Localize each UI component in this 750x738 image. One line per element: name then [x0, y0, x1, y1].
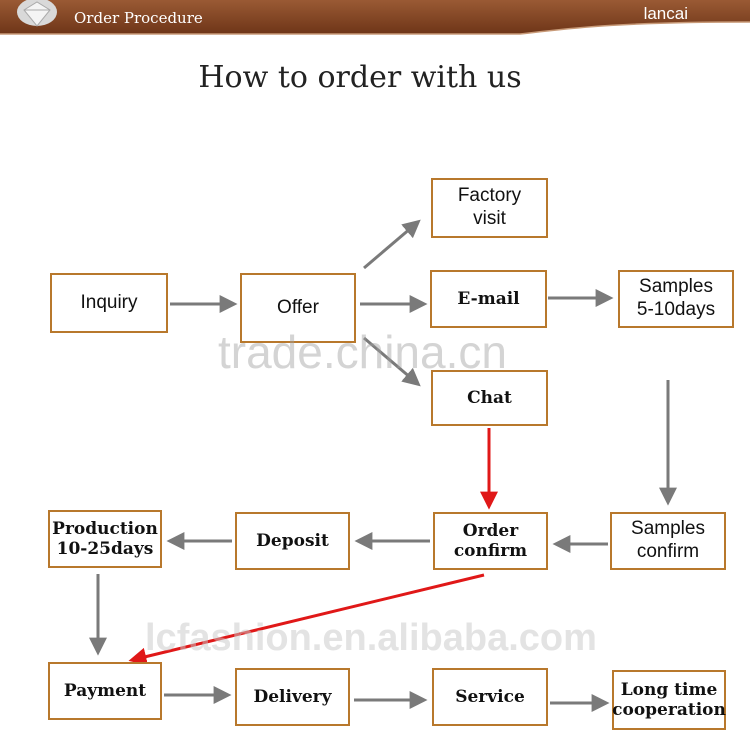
step-samples-confirm-label: Samples confirm: [631, 518, 705, 562]
arrow-offer-factory: [363, 219, 421, 270]
step-offer-label: Offer: [277, 296, 319, 318]
step-deposit-label: Deposit: [256, 530, 329, 551]
step-inquiry-label: Inquiry: [80, 291, 138, 313]
step-offer: Offer: [240, 273, 356, 343]
step-samples: Samples 5-10days: [618, 270, 734, 328]
watermark-trade-china: trade.china.cn: [218, 326, 507, 378]
step-long-time-cooperation-label: Long time cooperation: [612, 679, 726, 720]
step-deposit: Deposit: [235, 512, 350, 570]
watermark-lcfashion: lcfashion.en.alibaba.com: [145, 617, 597, 659]
header-banner: [0, 0, 750, 35]
step-delivery-label: Delivery: [253, 686, 332, 707]
step-factory-visit-label: Factory visit: [457, 185, 522, 229]
banner-title: Order Procedure: [74, 9, 203, 27]
step-chat-label: Chat: [467, 387, 512, 408]
step-service: Service: [432, 668, 548, 726]
step-chat: Chat: [431, 370, 548, 426]
step-payment: Payment: [48, 662, 162, 720]
step-order-confirm: Order confirm: [433, 512, 548, 570]
diamond-logo-icon: [17, 0, 57, 27]
step-service-label: Service: [455, 686, 525, 707]
step-long-time-cooperation: Long time cooperation: [612, 670, 726, 730]
step-payment-label: Payment: [63, 680, 147, 701]
step-production: Production 10-25days: [48, 510, 162, 568]
step-samples-confirm: Samples confirm: [610, 512, 726, 570]
step-order-confirm-label: Order confirm: [453, 520, 528, 561]
step-factory-visit: Factory visit: [431, 178, 548, 238]
banner-brand: lancai: [643, 4, 688, 23]
step-email: E-mail: [430, 270, 547, 328]
step-samples-label: Samples 5-10days: [636, 276, 716, 320]
step-delivery: Delivery: [235, 668, 350, 726]
step-production-label: Production 10-25days: [52, 518, 158, 559]
step-inquiry: Inquiry: [50, 273, 168, 333]
page-title: How to order with us: [198, 60, 522, 95]
step-email-label: E-mail: [457, 288, 520, 309]
